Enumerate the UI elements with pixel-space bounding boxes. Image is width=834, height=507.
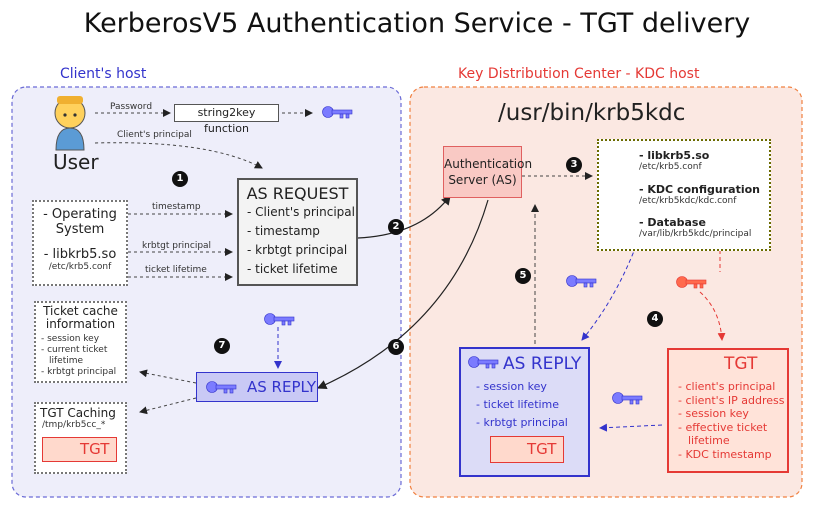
step-5: 5 xyxy=(515,268,531,284)
tgt-mini-cache-label: TGT xyxy=(80,440,110,458)
client-host-label: Client's host xyxy=(60,66,147,82)
tgt-title: TGT xyxy=(724,354,758,374)
ticket-cache-item: lifetime xyxy=(49,356,84,366)
auth-server-line2: Server (AS) xyxy=(448,173,517,187)
kdc-host-label: Key Distribution Center - KDC host xyxy=(458,66,700,82)
as-request-item: - Client's principal xyxy=(247,205,355,219)
as-request-item: - timestamp xyxy=(247,224,320,238)
os-box: - Operating System - libkrb5.so /etc/krb… xyxy=(32,200,128,286)
config-lib: - libkrb5.so xyxy=(639,149,710,162)
tgt-item: - effective ticket xyxy=(678,420,768,434)
user-icon xyxy=(54,96,86,151)
as-request-box: AS REQUEST - Client's principal - timest… xyxy=(237,178,358,286)
as-reply-kdc-title: AS REPLY xyxy=(503,354,582,374)
os-lib-path: /etc/krb5.conf xyxy=(48,262,112,272)
key-icon-as-reply-kdc xyxy=(468,356,499,369)
tgt-mini-cache: TGT xyxy=(42,437,117,462)
lifetime-label: ticket lifetime xyxy=(145,265,207,275)
step-1: 1 xyxy=(172,171,188,187)
user-label: User xyxy=(53,150,99,174)
tgt-caching-title: TGT Caching xyxy=(40,406,116,420)
as-reply-kdc-box: AS REPLY - session key - ticket lifetime… xyxy=(459,347,590,477)
tgt-box: TGT - client's principal - client's IP a… xyxy=(667,348,789,473)
ticket-cache-item: - krbtgt principal xyxy=(41,367,117,377)
tgt-item: - client's principal xyxy=(678,380,776,393)
kdc-config-box: - libkrb5.so /etc/krb5.conf - KDC config… xyxy=(597,139,771,251)
step-6: 6 xyxy=(388,339,404,355)
tgt-mini-reply: TGT xyxy=(490,436,564,463)
page-title: KerberosV5 Authentication Service - TGT … xyxy=(83,8,751,39)
as-request-title: AS REQUEST xyxy=(246,184,349,203)
config-db-path: /var/lib/krb5kdc/principal xyxy=(639,229,752,239)
as-request-item: - ticket lifetime xyxy=(247,262,338,276)
os-line1: - Operating xyxy=(43,207,117,222)
step-3: 3 xyxy=(566,157,582,173)
ticket-cache-box: Ticket cache information - session key -… xyxy=(34,301,127,383)
as-request-item: - krbtgt principal xyxy=(247,243,348,257)
ticket-cache-title-1: Ticket cache xyxy=(43,304,118,318)
step-7: 7 xyxy=(214,338,230,354)
as-reply-client-label: AS REPLY xyxy=(247,378,317,396)
os-line2: System xyxy=(55,222,105,237)
as-reply-item: - krbtgt principal xyxy=(476,416,568,429)
step-2: 2 xyxy=(388,219,404,235)
key-icon-as-reply-client xyxy=(206,381,237,394)
config-db: - Database xyxy=(639,216,706,229)
tgt-item: - KDC timestamp xyxy=(678,447,772,461)
os-lib: - libkrb5.so xyxy=(43,247,117,262)
timestamp-label: timestamp xyxy=(152,202,201,212)
step-4: 4 xyxy=(647,311,663,327)
authentication-server-box: Authentication Server (AS) xyxy=(443,146,533,198)
ticket-cache-title-2: information xyxy=(45,317,116,331)
password-label: Password xyxy=(110,102,153,112)
ticket-cache-item: - current ticket xyxy=(41,345,108,355)
ticket-cache-item: - session key xyxy=(41,334,100,344)
tgt-caching-path: /tmp/krb5cc_* xyxy=(42,420,106,430)
config-kdc-conf: - KDC configuration xyxy=(639,183,760,196)
as-reply-item: - ticket lifetime xyxy=(476,398,560,411)
kdc-binary-path: /usr/bin/krb5kdc xyxy=(498,100,686,126)
as-reply-item: - session key xyxy=(476,380,547,393)
tgt-item: - session key xyxy=(678,407,749,420)
config-lib-path: /etc/krb5.conf xyxy=(639,162,702,172)
client-principal-label: Client's principal xyxy=(117,130,192,140)
string2key-box: string2key function xyxy=(174,104,279,135)
tgt-mini-reply-label: TGT xyxy=(527,440,557,458)
tgt-item: lifetime xyxy=(688,434,730,447)
config-kdc-conf-path: /etc/krb5kdc/kdc.conf xyxy=(639,196,737,206)
krbtgt-label: krbtgt principal xyxy=(142,241,212,251)
tgt-item: - client's IP address xyxy=(678,393,785,407)
auth-server-line1: Authentication xyxy=(444,157,533,171)
